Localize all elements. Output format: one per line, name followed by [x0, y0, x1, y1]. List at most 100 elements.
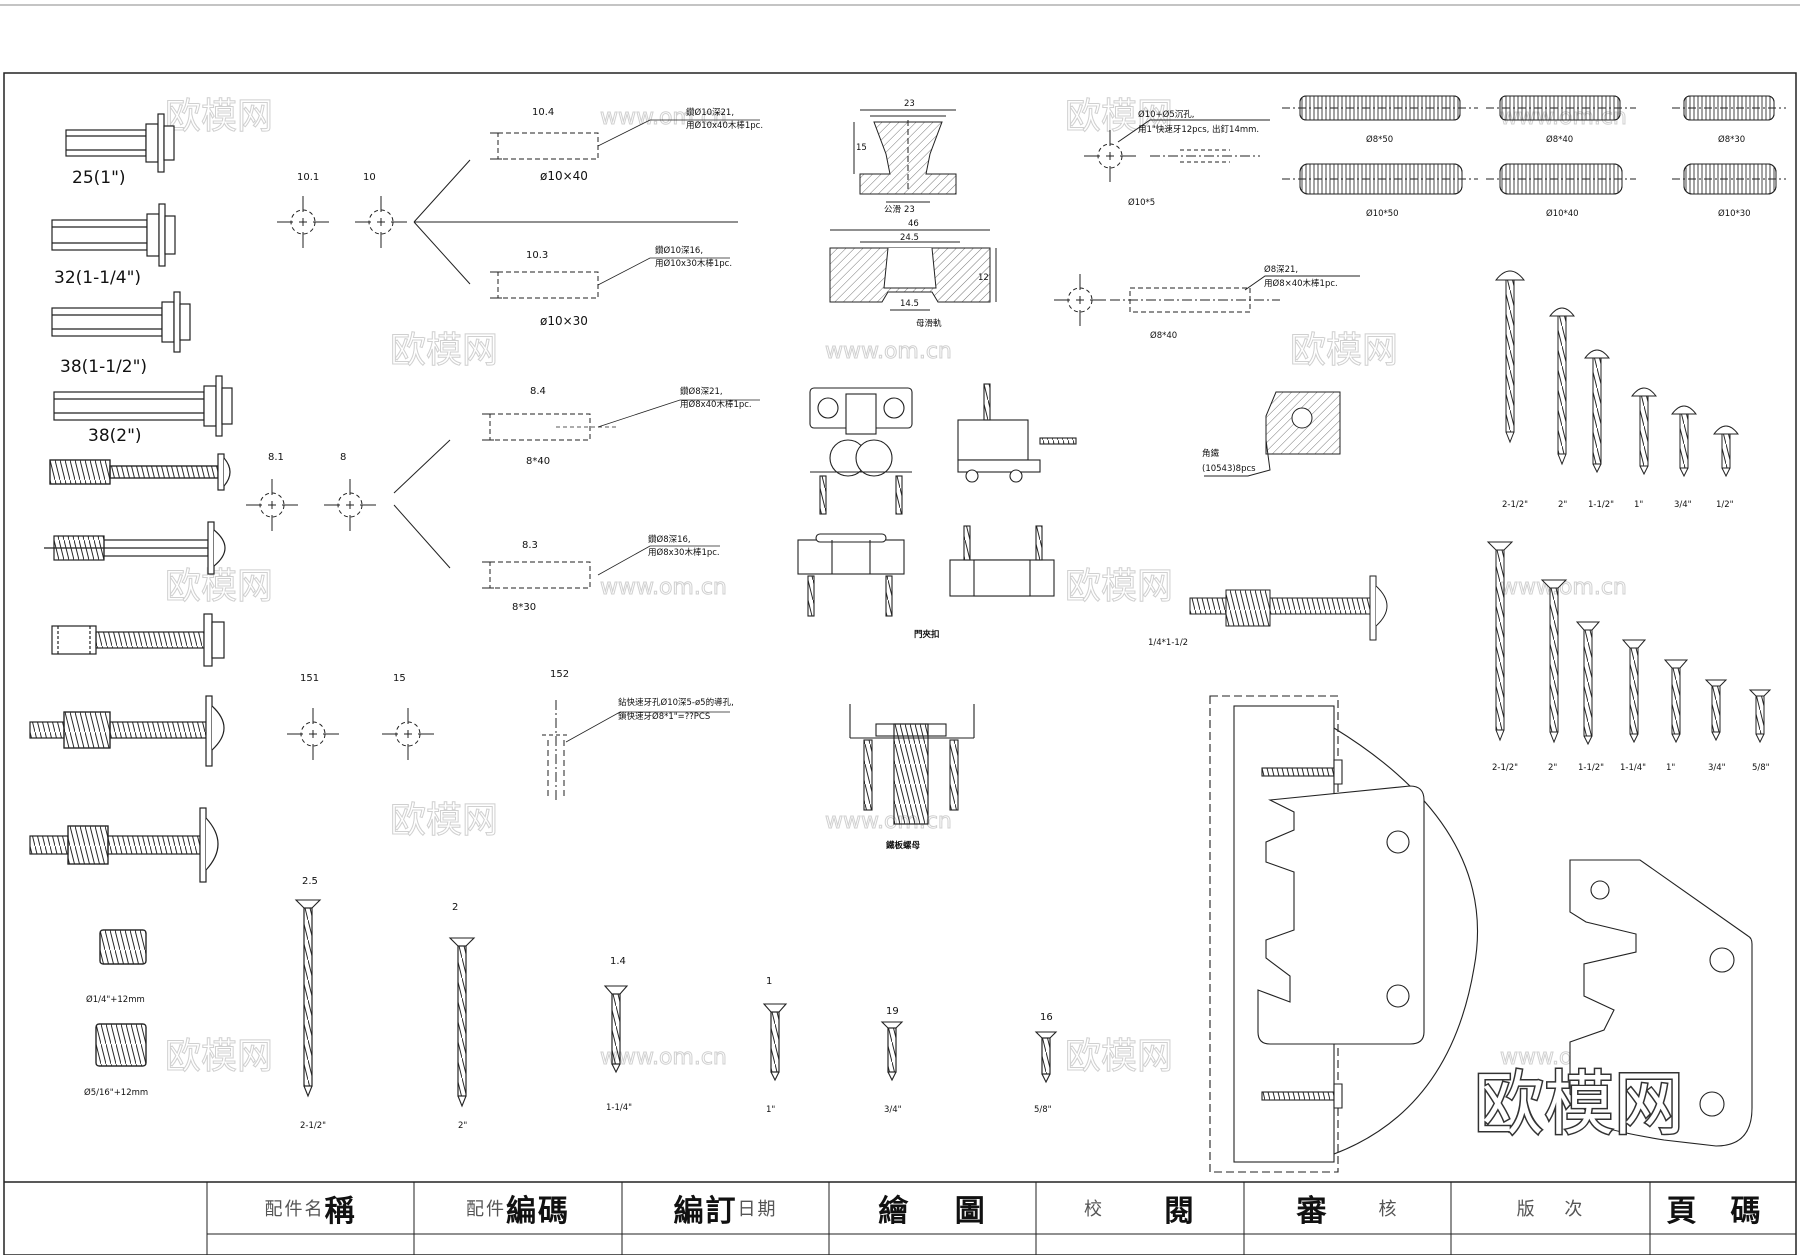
- round-screw-labels: 2-1/2" 2" 1-1/2" 1" 3/4" 1/2": [1502, 500, 1734, 510]
- dowel-top: 10.4: [532, 107, 554, 118]
- rail-dim: 15: [856, 143, 867, 153]
- threaded-insert: [95, 1023, 147, 1067]
- roller-catch-side: [957, 383, 1077, 483]
- dowel-top: 10.3: [526, 250, 548, 261]
- flat-screw-size: 3/4": [1708, 763, 1726, 773]
- hole-note: Ø8深21,: [1264, 264, 1298, 275]
- insert-label: Ø5/16"+12mm: [84, 1087, 148, 1098]
- catch-labels: 門夾扣 鐵板螺母: [885, 629, 940, 851]
- title-block: 配件名稱 配件編碼 編訂日期 繪 圖 校閱 審核 版 次 頁 碼: [207, 1182, 1779, 1234]
- dowel-pin: [1282, 163, 1478, 195]
- flat-screw-size: 1-1/4": [1620, 763, 1646, 773]
- wood-screw: [880, 1021, 904, 1082]
- insert-bolt: [29, 695, 225, 767]
- rail-label: 母滑軌: [916, 318, 942, 329]
- watermark: 欧模网: [165, 1036, 273, 1077]
- flat-screw-size: 5/8": [1752, 763, 1770, 773]
- watermark: 欧模网: [1065, 96, 1173, 137]
- watermark: 欧模网: [165, 566, 273, 607]
- title-cell-page: 頁 碼: [1666, 1194, 1763, 1229]
- flat-screw: [1704, 679, 1728, 742]
- group-label: 8.1: [268, 452, 284, 463]
- round-screw: [1494, 270, 1526, 444]
- round-screw-size: 1/2": [1716, 500, 1734, 510]
- watermark: 欧模网: [1065, 566, 1173, 607]
- dowel-bottom: ø10×40: [540, 169, 588, 183]
- hex-bolt: [65, 113, 175, 173]
- right-center-parts: [1053, 119, 1388, 641]
- flat-screw: [1621, 639, 1647, 744]
- watermark-url: www.om.cn: [600, 1045, 727, 1070]
- hex-bolt: [51, 291, 191, 353]
- wood-screw: [762, 1003, 788, 1082]
- group-label: 8: [340, 452, 346, 463]
- rail-labels: 23 23 15 46 24.5 14.5 12 公滑 母滑軌: [856, 99, 989, 329]
- screw-num: 1.4: [610, 956, 626, 967]
- dowel-pin-labels: Ø8*50 Ø8*40 Ø8*30 Ø10*50 Ø10*40 Ø10*30: [1366, 134, 1751, 219]
- dowel-note: 鑽Ø8深21,: [680, 386, 723, 397]
- sheet-frame: [0, 4, 1800, 1255]
- wood-screw: [448, 937, 476, 1108]
- bolt-column: [29, 113, 233, 1067]
- dowel-pin: [1486, 95, 1636, 121]
- flat-screw: [1663, 659, 1689, 744]
- bolt-size-label: 1/4*1-1/2: [1148, 638, 1188, 648]
- flat-screw: [1575, 621, 1601, 746]
- watermark: 欧模网: [1065, 1036, 1173, 1077]
- dowel-pin-label: Ø10*40: [1546, 208, 1579, 219]
- bracket-label: 角鐵: [1202, 448, 1220, 459]
- group-label: 15: [393, 673, 406, 684]
- screw-num: 1: [766, 976, 772, 987]
- screw-size: 2-1/2": [300, 1121, 326, 1131]
- watermark-url: www.om.cn: [825, 809, 952, 834]
- hole152-note: 鎖快速牙Ø8*1"=??PCS: [618, 711, 710, 722]
- dowel-pin-label: Ø8*40: [1546, 134, 1573, 145]
- flat-screw: [1748, 689, 1772, 744]
- dowel-hole-labels: 10.4 ø10×40 鑽Ø10深21, 用Ø10x40木棒1pc. 10.3 …: [512, 107, 763, 722]
- rail-dim: 12: [978, 273, 989, 283]
- hole-label: Ø10*5: [1128, 197, 1155, 208]
- hex-bolt: [53, 375, 233, 437]
- round-screw-size: 2": [1558, 500, 1567, 510]
- dowel-note: 用Ø10x30木棒1pc.: [655, 258, 732, 269]
- hex-bolt: [51, 203, 176, 267]
- dowel-pin-label: Ø8*30: [1718, 134, 1745, 145]
- dowel-note: 鑽Ø8深16,: [648, 534, 691, 545]
- screw-size: 3/4": [884, 1105, 902, 1115]
- watermark-url: www.om.cn: [1500, 575, 1627, 600]
- dowel-pin-label: Ø10*30: [1718, 208, 1751, 219]
- dowel-note: 用Ø10x40木棒1pc.: [686, 120, 763, 131]
- screw-num: 2: [452, 902, 458, 913]
- corner-bracket: [1265, 391, 1341, 455]
- hole152-note: 鉆快速牙孔Ø10深5-ø5的導孔,: [618, 697, 734, 708]
- group-label: 151: [300, 673, 319, 684]
- wood-screw: [294, 899, 322, 1098]
- hole-note: Ø10+Ø5沉孔,: [1138, 109, 1194, 120]
- rail-dim: 23: [904, 99, 915, 109]
- roller-catch-front: [809, 387, 913, 515]
- dowel-bottom: 8*40: [526, 456, 550, 467]
- flat-screw-size: 1": [1666, 763, 1675, 773]
- dowel-pin: [1672, 95, 1786, 121]
- flat-head-screws: [1486, 541, 1772, 746]
- watermark-url: www.om.cn: [825, 339, 952, 364]
- dowel-pin-label: Ø10*50: [1366, 208, 1399, 219]
- rail-dim: 14.5: [900, 299, 919, 309]
- rail-dim: 23: [904, 205, 915, 215]
- round-screw-size: 1": [1634, 500, 1643, 510]
- insert-bolt: [44, 521, 226, 575]
- screw-size: 5/8": [1034, 1105, 1052, 1115]
- door-catches: [797, 383, 1077, 825]
- door-catch-label: 門夾扣: [914, 629, 940, 640]
- round-head-screws: [1494, 270, 1740, 478]
- bolt-labels: 25(1") 32(1-1/4") 38(1-1/2") 38(2"): [54, 168, 147, 446]
- wood-screw: [603, 985, 629, 1074]
- screw-size: 1-1/4": [606, 1103, 632, 1113]
- bottom-screw-row: [294, 899, 1058, 1108]
- dowel-pin-label: Ø8*50: [1366, 134, 1393, 145]
- screw-num: 2.5: [302, 876, 318, 887]
- threaded-insert: [99, 929, 147, 965]
- hole-group-labels: 10.1 10 8.1 8 151 15 152: [268, 172, 569, 684]
- screw-size: 2": [458, 1121, 467, 1131]
